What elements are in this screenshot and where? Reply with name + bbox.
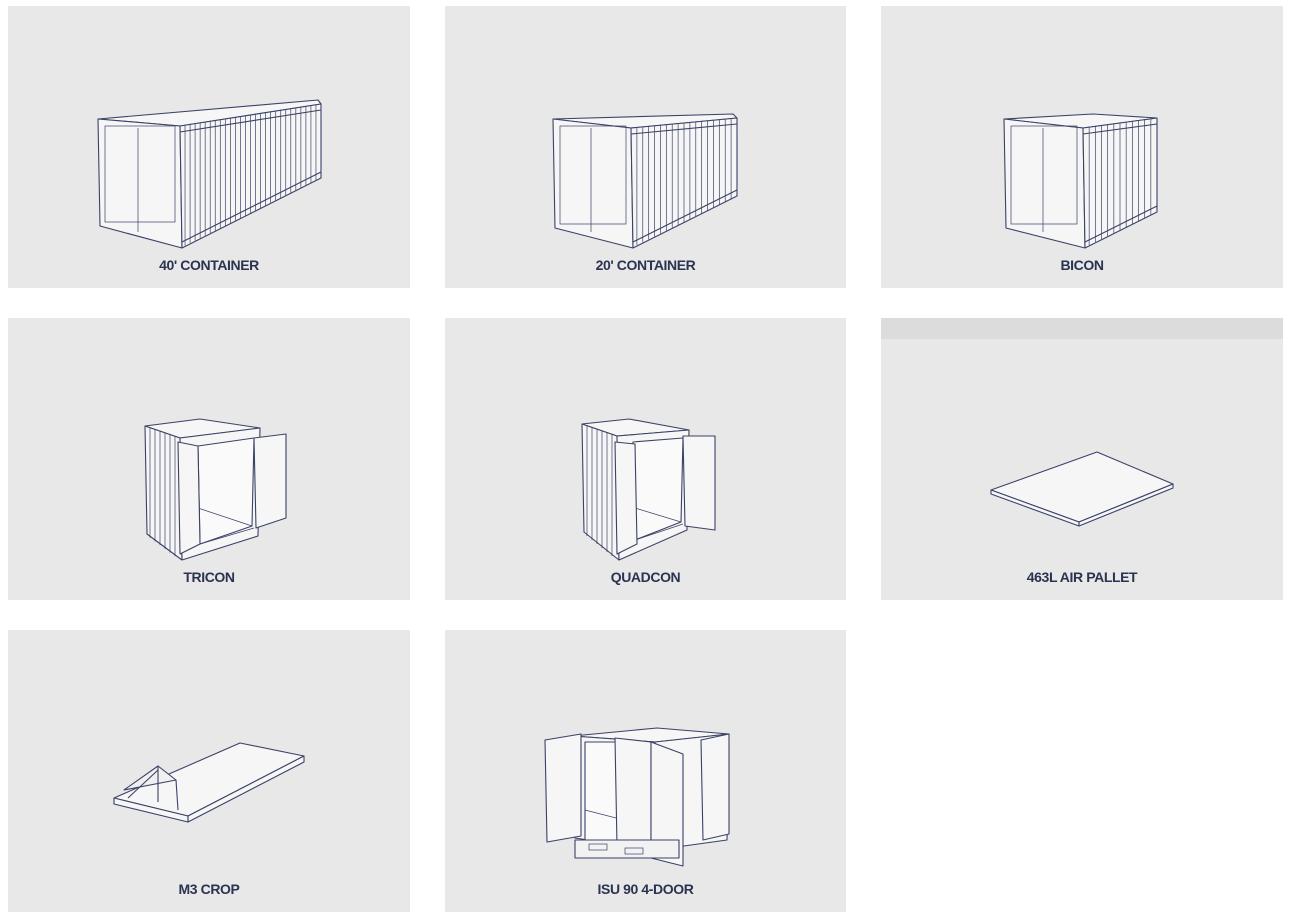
bicon-icon — [1003, 113, 1158, 249]
product-label: 463L AIR PALLET — [1026, 569, 1138, 585]
product-card-isu-90[interactable]: ISU 90 4-DOOR — [445, 630, 846, 912]
product-label: M3 CROP — [178, 881, 240, 897]
product-card-20ft-container[interactable]: 20' CONTAINER — [445, 6, 846, 288]
container-40ft-icon — [97, 99, 322, 249]
isu-90-icon — [544, 727, 730, 867]
product-card-quadcon[interactable]: QUADCON — [445, 318, 846, 600]
product-card-tricon[interactable]: TRICON — [8, 318, 410, 600]
product-card-m3-crop[interactable]: M3 CROP — [8, 630, 410, 912]
product-label: BICON — [1060, 257, 1104, 273]
product-label: ISU 90 4-DOOR — [597, 881, 694, 897]
m3-crop-icon — [113, 742, 305, 823]
container-20ft-icon — [552, 113, 738, 249]
product-label: QUADCON — [610, 569, 681, 585]
product-card-air-pallet[interactable]: 463L AIR PALLET — [881, 318, 1283, 600]
tricon-icon — [144, 418, 287, 561]
product-label: 40' CONTAINER — [159, 257, 259, 273]
product-label: TRICON — [183, 569, 235, 585]
top-band — [881, 318, 1283, 339]
air-pallet-icon — [990, 451, 1174, 527]
product-label: 20' CONTAINER — [595, 257, 696, 273]
product-card-40ft-container[interactable]: 40' CONTAINER — [8, 6, 410, 288]
quadcon-icon — [581, 418, 716, 561]
product-card-bicon[interactable]: BICON — [881, 6, 1283, 288]
